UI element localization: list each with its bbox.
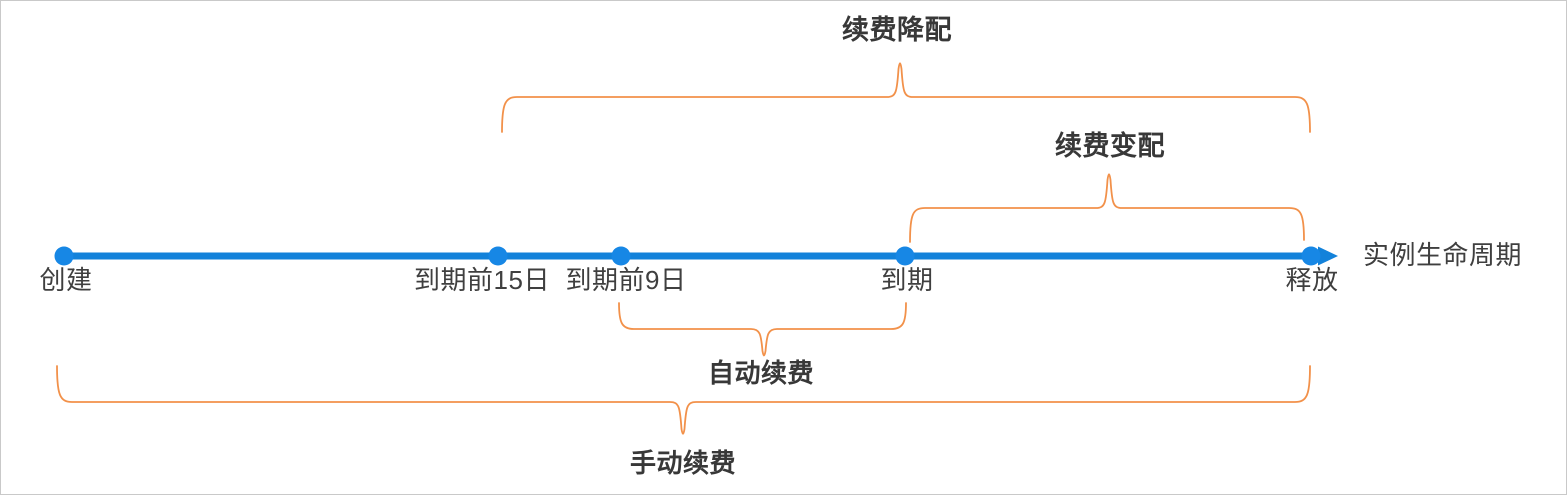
timeline-dot-release (1301, 246, 1321, 266)
node-label-create: 创建 (39, 265, 93, 295)
brace-auto-renewal (618, 302, 907, 357)
timeline-dot-create (54, 246, 74, 266)
span-label-renewal-reconfigure: 续费变配 (1055, 131, 1165, 161)
span-label-manual-renewal: 手动续费 (629, 448, 737, 478)
node-label-expiry: 到期 (880, 265, 934, 295)
timeline-dot-before-expiry-15d (488, 246, 508, 266)
node-label-before-expiry-9d: 到期前9日 (565, 265, 687, 295)
span-label-auto-renewal: 自动续费 (707, 358, 815, 388)
node-label-before-expiry-15d: 到期前15日 (414, 265, 550, 295)
brace-manual-renewal (56, 365, 1311, 435)
span-label-renewal-downgrade: 续费降配 (842, 15, 952, 45)
timeline-arrowhead-icon (1318, 246, 1338, 266)
brace-renewal-downgrade (501, 62, 1311, 133)
timeline-axis-label: 实例生命周期 (1363, 240, 1523, 270)
brace-renewal-reconfigure (909, 173, 1305, 243)
timeline-dot-before-expiry-9d (611, 246, 631, 266)
node-label-release: 释放 (1285, 265, 1339, 295)
timeline-dot-expiry (895, 246, 915, 266)
